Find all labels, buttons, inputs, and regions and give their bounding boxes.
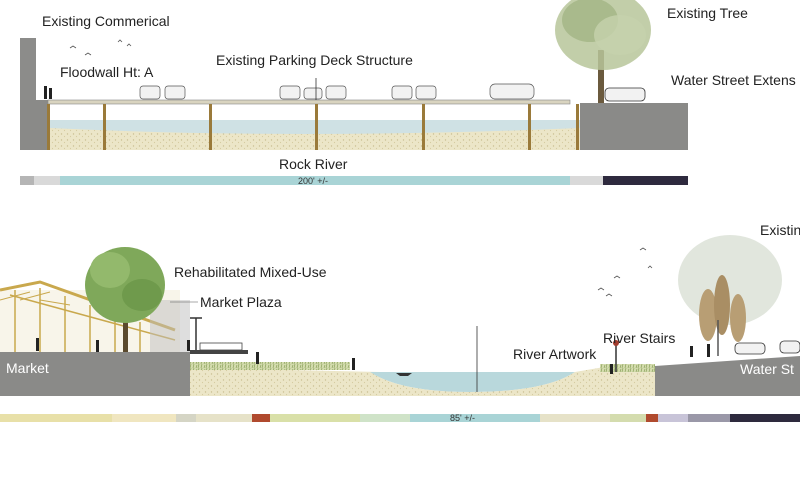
birds-top — [69, 39, 132, 56]
label-market-plaza: Market Plaza — [200, 294, 282, 310]
label-existing: Existing — [760, 222, 800, 238]
plantings-left — [190, 362, 350, 370]
bottom-scale-bar — [0, 414, 800, 422]
plaza-tree — [85, 247, 165, 352]
existing-tree — [555, 0, 651, 103]
label-water-street: Water St — [740, 361, 794, 377]
deck-piers — [47, 104, 579, 150]
plaza-railing — [199, 342, 243, 351]
plantings-right — [600, 364, 655, 372]
label-water-street-ext: Water Street Extens — [671, 72, 796, 88]
top-dimension-label: 200' +/- — [298, 176, 328, 186]
top-section — [20, 0, 688, 185]
lamp-post-left — [190, 317, 202, 350]
people-top — [44, 86, 52, 99]
label-parking-deck: Existing Parking Deck Structure — [216, 52, 413, 68]
label-existing-tree: Existing Tree — [667, 5, 748, 21]
label-floodwall: Floodwall Ht: A — [60, 64, 154, 80]
river-sand — [360, 372, 620, 396]
street-trees — [678, 235, 782, 356]
bottom-dimension-label: 85' +/- — [450, 413, 475, 423]
birds-bottom — [597, 247, 653, 297]
right-ground — [580, 103, 688, 150]
left-bank — [190, 352, 380, 396]
mixed-use-building — [150, 300, 190, 352]
label-rehab-mixed-use: Rehabilitated Mixed-Use — [174, 264, 327, 280]
plaza-deck — [190, 350, 248, 354]
street-car — [604, 87, 646, 102]
left-ground — [20, 100, 50, 150]
river-channel — [370, 372, 575, 392]
label-river-artwork: River Artwork — [513, 346, 597, 362]
top-scale-bar — [20, 176, 688, 185]
parking-deck — [47, 99, 571, 105]
right-bank — [575, 366, 655, 396]
label-existing-commercial: Existing Commerical — [42, 13, 170, 29]
kayak — [396, 373, 412, 376]
water-street-ground — [655, 356, 800, 396]
parked-cars — [139, 83, 535, 100]
street-cars — [734, 340, 800, 355]
market-ground — [0, 352, 190, 396]
people-bottom — [36, 338, 710, 374]
label-river-stairs: River Stairs — [603, 330, 676, 346]
label-river-name: Rock River — [279, 156, 348, 172]
bottom-section — [0, 235, 800, 422]
label-market: Market — [6, 360, 49, 376]
river-stairs-post — [613, 340, 619, 372]
